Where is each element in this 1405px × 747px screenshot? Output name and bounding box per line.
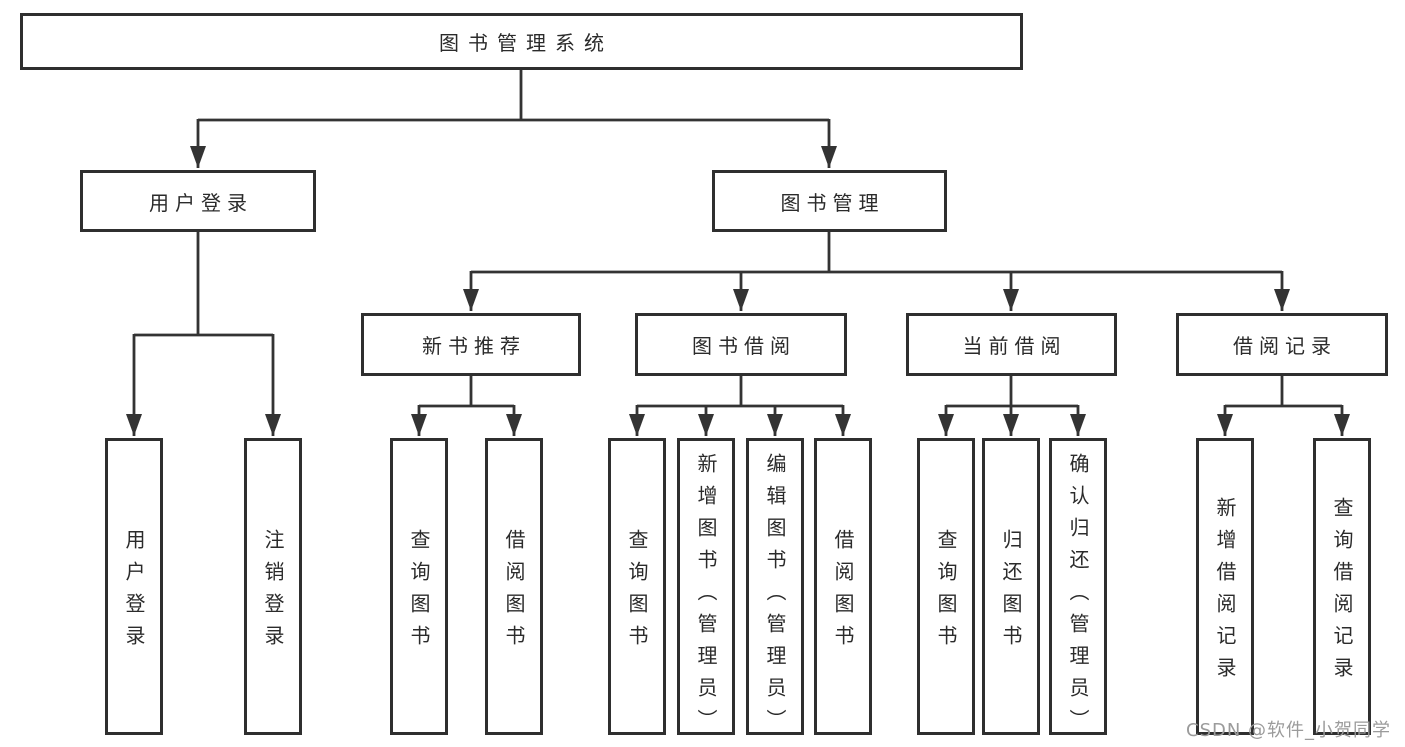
node-root: 图书管理系统 bbox=[20, 13, 1023, 70]
leaf-borrow-book: 借阅图书 bbox=[814, 438, 872, 735]
leaf-return-book: 归还图书 bbox=[982, 438, 1040, 735]
node-book-management: 图书管理 bbox=[712, 170, 947, 232]
leaf-logout-label: 注销登录 bbox=[261, 528, 285, 657]
leaf-add-book-admin-label: 新增图书（管理员） bbox=[694, 453, 718, 741]
leaf-add-borrow-record-label: 新增借阅记录 bbox=[1213, 496, 1237, 689]
node-current-borrow: 当前借阅 bbox=[906, 313, 1117, 376]
node-user-login-label: 用户登录 bbox=[149, 190, 253, 215]
leaf-query-borrow-record-label: 查询借阅记录 bbox=[1330, 496, 1354, 689]
leaf-newrec-borrow-book-label: 借阅图书 bbox=[502, 528, 526, 657]
leaf-current-query-book: 查询图书 bbox=[917, 438, 975, 735]
leaf-user-login: 用户登录 bbox=[105, 438, 163, 735]
leaf-confirm-return-admin: 确认归还（管理员） bbox=[1049, 438, 1107, 741]
leaf-confirm-return-admin-label: 确认归还（管理员） bbox=[1066, 453, 1090, 741]
leaf-add-borrow-record: 新增借阅记录 bbox=[1196, 438, 1254, 735]
leaf-current-query-book-label: 查询图书 bbox=[934, 528, 958, 657]
leaf-newrec-borrow-book: 借阅图书 bbox=[485, 438, 543, 735]
node-book-management-label: 图书管理 bbox=[780, 190, 885, 215]
node-borrow-records: 借阅记录 bbox=[1176, 313, 1388, 376]
node-borrow-records-label: 借阅记录 bbox=[1233, 334, 1337, 358]
node-current-borrow-label: 当前借阅 bbox=[962, 334, 1067, 358]
node-user-login: 用户登录 bbox=[80, 170, 316, 232]
node-book-borrow-label: 图书借阅 bbox=[692, 334, 796, 358]
leaf-borrow-book-label: 借阅图书 bbox=[831, 528, 855, 657]
csdn-watermark: CSDN @软件_小贺同学 bbox=[1186, 720, 1392, 741]
leaf-borrow-query-book: 查询图书 bbox=[608, 438, 666, 735]
leaf-query-borrow-record: 查询借阅记录 bbox=[1313, 438, 1371, 735]
leaf-newrec-query-book: 查询图书 bbox=[390, 438, 448, 735]
leaf-add-book-admin: 新增图书（管理员） bbox=[677, 438, 735, 741]
leaf-return-book-label: 归还图书 bbox=[999, 528, 1023, 657]
leaf-borrow-query-book-label: 查询图书 bbox=[625, 528, 649, 657]
node-book-borrow: 图书借阅 bbox=[635, 313, 847, 376]
node-new-book-recommend-label: 新书推荐 bbox=[422, 334, 526, 358]
leaf-newrec-query-book-label: 查询图书 bbox=[407, 528, 431, 657]
node-new-book-recommend: 新书推荐 bbox=[361, 313, 581, 376]
node-root-label: 图书管理系统 bbox=[439, 31, 613, 55]
leaf-edit-book-admin-label: 编辑图书（管理员） bbox=[763, 453, 787, 741]
leaf-edit-book-admin: 编辑图书（管理员） bbox=[746, 438, 804, 741]
leaf-logout: 注销登录 bbox=[244, 438, 302, 735]
leaf-user-login-label: 用户登录 bbox=[122, 528, 146, 657]
